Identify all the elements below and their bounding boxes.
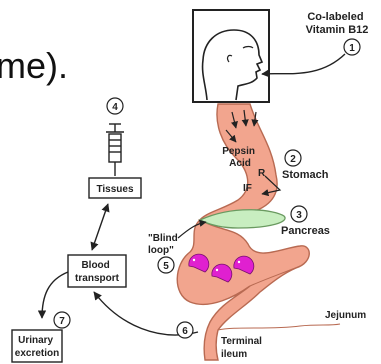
head-illustration [193, 10, 269, 102]
tissues-label: Tissues [96, 184, 133, 195]
step-3-number: 3 [296, 210, 302, 221]
step-1-number: 1 [349, 43, 355, 54]
urinary-arrow [42, 272, 68, 318]
tissues-blood-arrow [92, 204, 108, 250]
step-6-label: Terminal ileum [221, 336, 265, 360]
blind-loop-label: "Blind loop" [148, 233, 181, 256]
cropped-title-fragment: me). [0, 45, 68, 86]
r-label: R [258, 168, 266, 179]
step-4-number: 4 [112, 102, 118, 113]
jejunum-label: Jejunum [325, 310, 366, 321]
intake-arrow [262, 54, 345, 74]
step-1-label: Co-labeled Vitamin B12 [306, 11, 369, 36]
step-7-number: 7 [59, 316, 65, 327]
step-5-number: 5 [163, 261, 169, 272]
syringe-icon [106, 124, 124, 176]
step-6-number: 6 [182, 326, 188, 337]
step-2-label: Stomach [282, 169, 329, 181]
step-3-label: Pancreas [281, 225, 330, 237]
if-label: IF [243, 183, 252, 194]
step-2-number: 2 [290, 154, 296, 165]
